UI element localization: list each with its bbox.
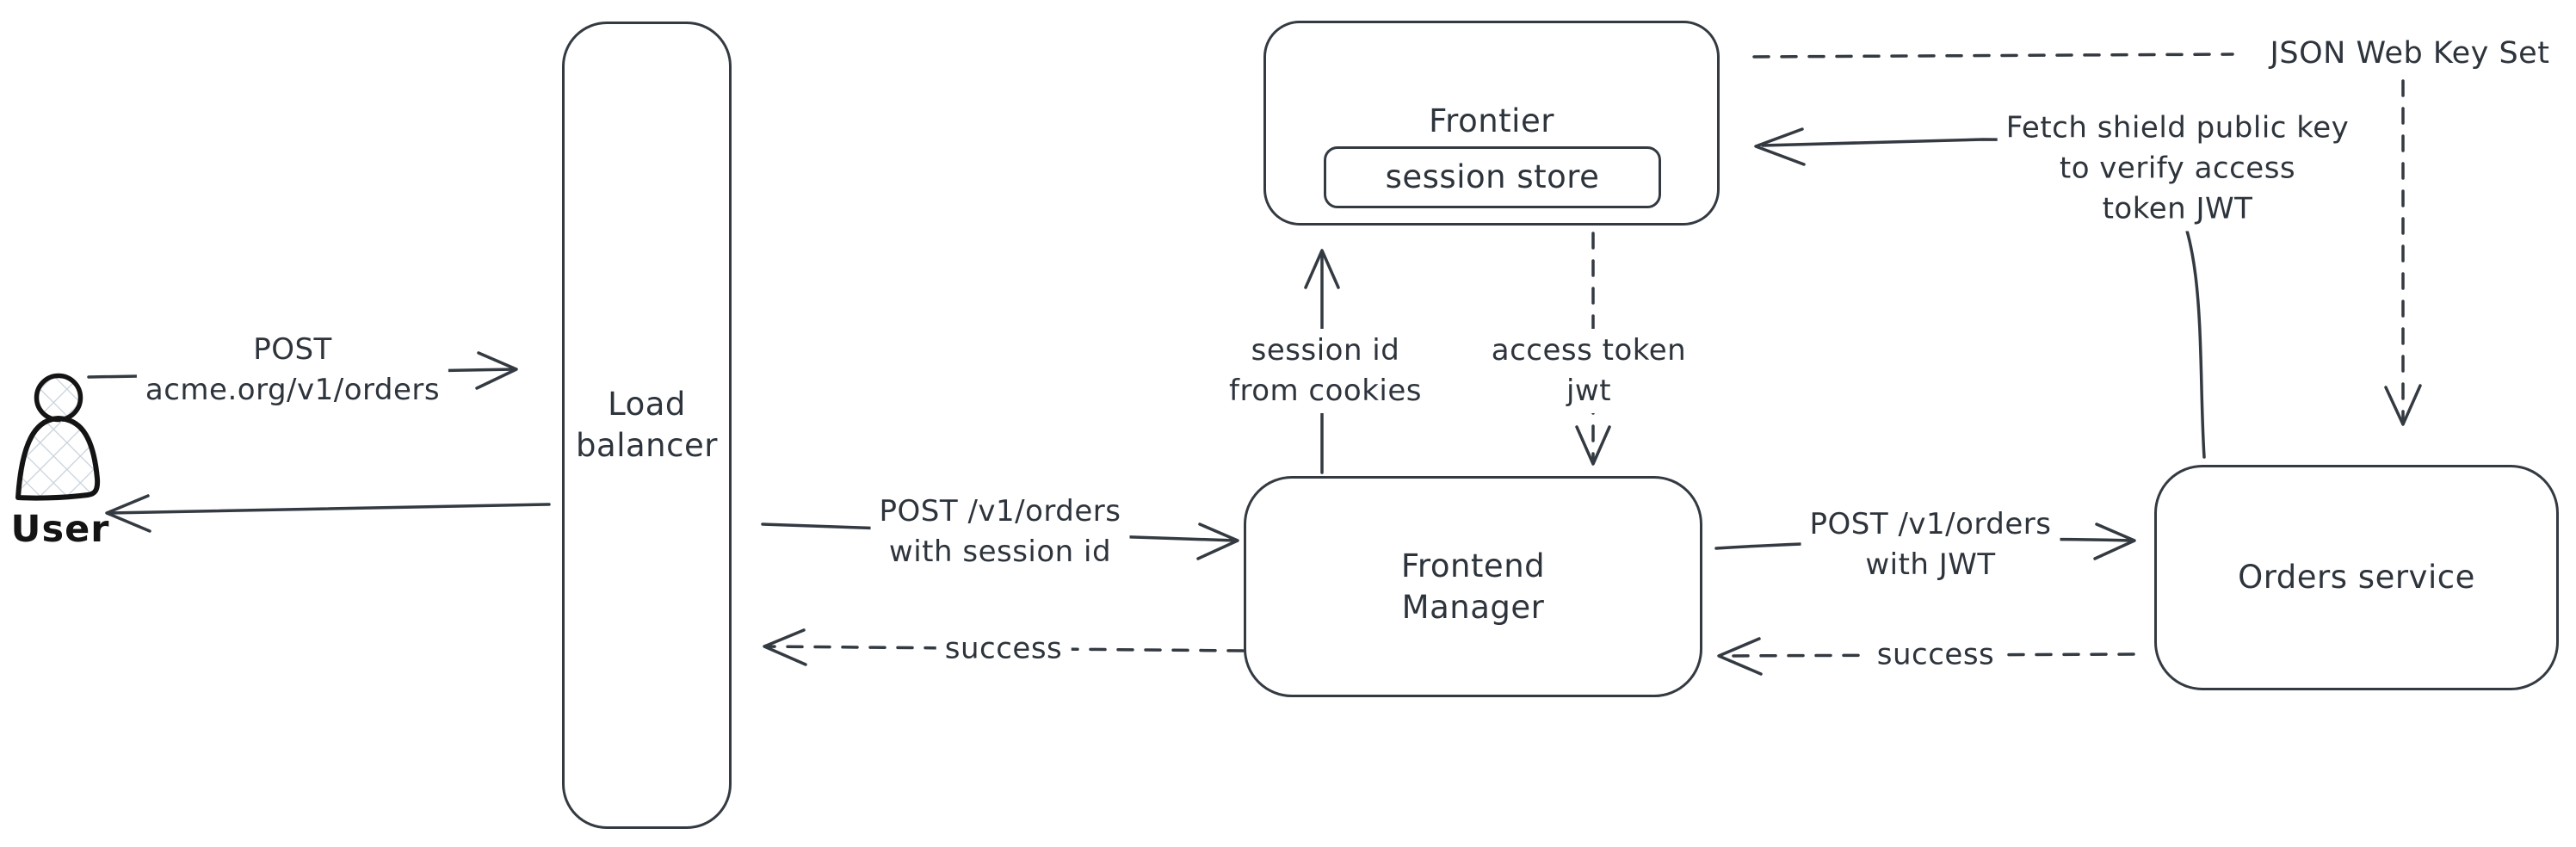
user-label: User [10,508,110,551]
frontend-manager-node[interactable]: Frontend Manager [1244,476,1702,697]
load-balancer-node[interactable]: Load balancer [562,22,732,829]
edge-label-success-right: success [1868,633,2004,677]
arrow-fm-to-lb-success[interactable] [763,628,1245,666]
frontend-manager-label: Frontend Manager [1400,547,1546,626]
edge-label-post-acme-orders: POST acme.org/v1/orders [136,328,449,412]
label-json-web-key-set: JSON Web Key Set [2263,34,2557,72]
orders-service-node[interactable]: Orders service [2154,465,2559,690]
line-frontier-to-jwks[interactable] [1752,53,2234,59]
session-store-node[interactable]: session store [1324,146,1661,208]
edge-label-success-left: success [936,627,1072,671]
user-icon[interactable] [15,373,101,501]
load-balancer-label: Load balancer [576,386,718,464]
orders-service-label: Orders service [2238,559,2475,596]
edge-label-session-id-from-cookies: session id from cookies [1220,329,1430,413]
edge-label-post-orders-session-id: POST /v1/orders with session id [870,490,1130,574]
edge-label-fetch-shield-public-key: Fetch shield public key to verify access… [1997,106,2358,232]
edge-label-access-token-jwt: access token jwt [1482,329,1696,413]
arrow-lb-to-user[interactable] [105,494,551,533]
frontier-label: Frontier [1429,102,1554,139]
session-store-label: session store [1385,158,1600,195]
arrow-jwks-to-orders[interactable] [2384,79,2422,426]
edge-label-post-orders-jwt: POST /v1/orders with JWT [1801,503,2060,587]
